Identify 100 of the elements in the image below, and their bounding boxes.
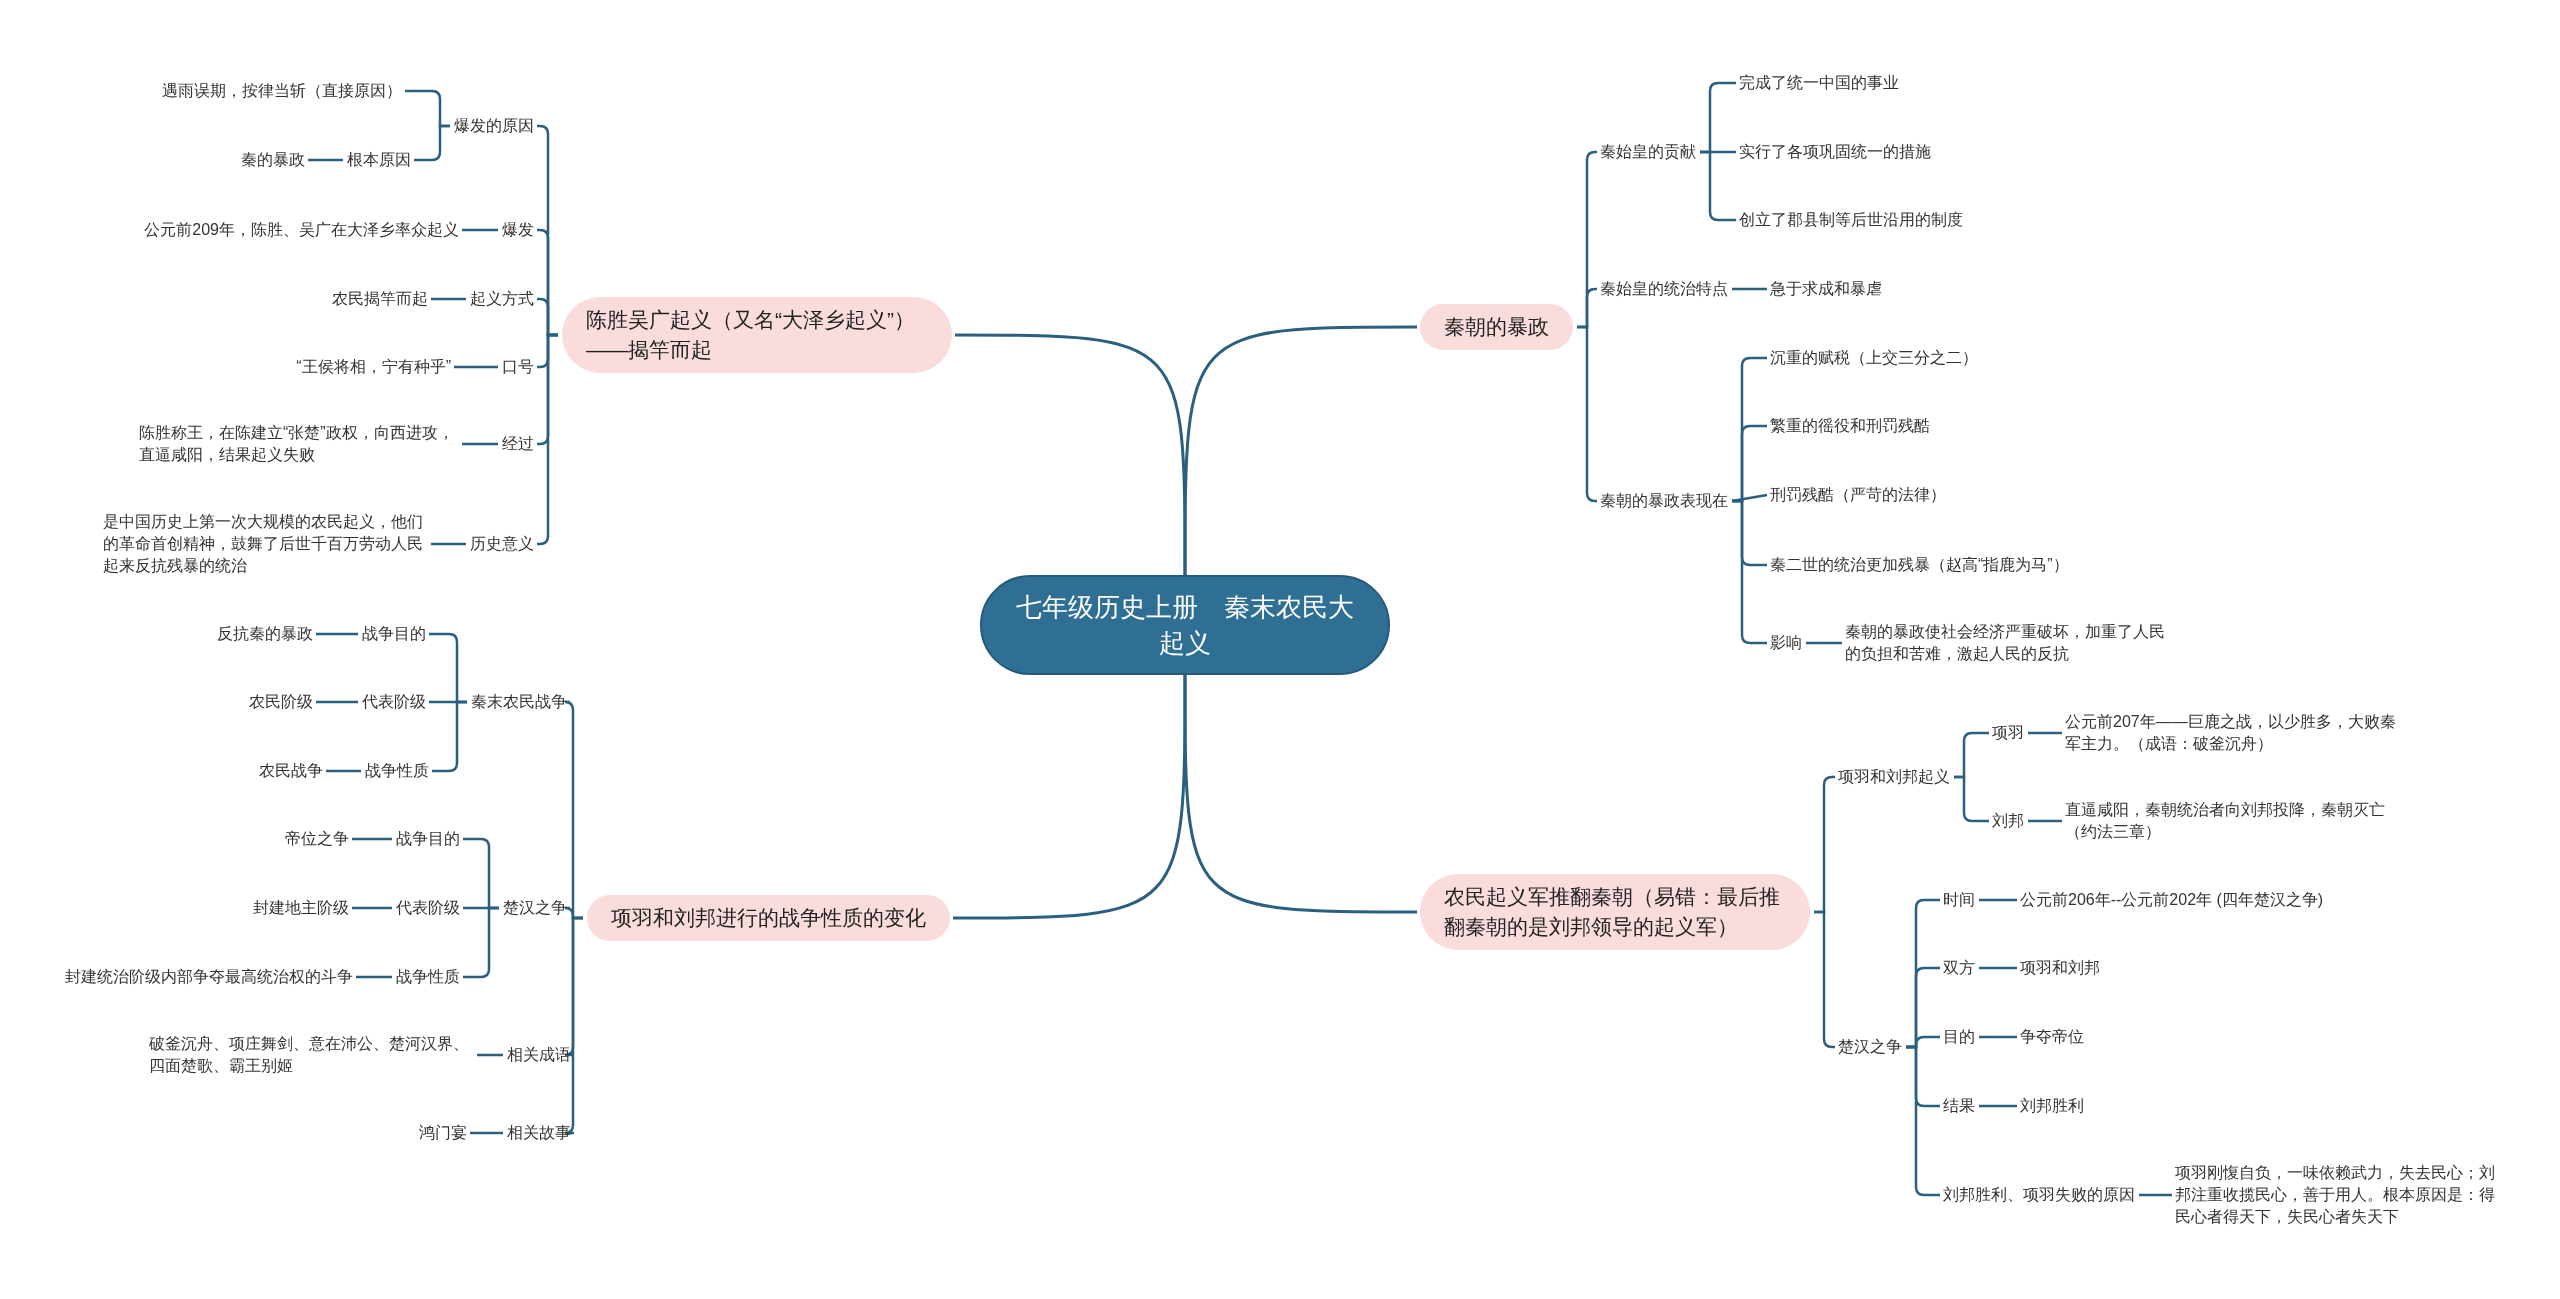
- topic-text: 公元前206年--公元前202年 (四年楚汉之争): [2020, 889, 2324, 911]
- branch-line: [431, 297, 466, 301]
- topic-text: 遇雨误期，按律当斩（直接原因）: [162, 80, 402, 102]
- branch-line: [462, 442, 498, 446]
- topic-text: 秦朝的暴政使社会经济严重破坏，加重了人民的负担和苦难，激起人民的反抗: [1845, 621, 2175, 665]
- branch-line: [953, 675, 1187, 920]
- branch-line: [462, 228, 498, 232]
- branch-line: [1979, 1035, 2017, 1039]
- topic-text: 秦末农民战争: [471, 691, 567, 713]
- main-topic: 项羽和刘邦进行的战争性质的变化: [587, 895, 950, 941]
- topic-text: 相关故事: [507, 1122, 571, 1144]
- branch-line: [1806, 641, 1842, 645]
- topic-text: 战争目的: [396, 828, 460, 850]
- topic-text: 根本原因: [347, 149, 411, 171]
- branch-line: [326, 769, 361, 773]
- branch-line: [1979, 898, 2017, 902]
- branch-line: [316, 632, 358, 636]
- main-topic: 陈胜吴广起义（又名“大泽乡起义”）——揭竿而起: [562, 297, 952, 373]
- branch-line: [1183, 675, 1417, 914]
- topic-text: 秦二世的统治更加残暴（赵高“指鹿为马”）: [1770, 554, 2069, 576]
- branch-line: [955, 333, 1187, 575]
- topic-text: 口号: [502, 356, 534, 378]
- branch-line: [356, 975, 392, 979]
- topic-text: 封建地主阶级: [253, 897, 349, 919]
- topic-text: 项羽和刘邦: [2020, 957, 2100, 979]
- topic-text: 秦朝的暴政表现在: [1600, 490, 1728, 512]
- topic-text: 实行了各项巩固统一的措施: [1739, 141, 1931, 163]
- topic-text: 秦的暴政: [241, 149, 305, 171]
- branch-line: [1979, 1104, 2017, 1108]
- branch-line: [308, 158, 343, 162]
- branch-line: [537, 333, 558, 546]
- branch-line: [352, 837, 392, 841]
- topic-text: 公元前207年——巨鹿之战，以少胜多，大败秦军主力。（成语：破釜沉舟）: [2065, 711, 2400, 755]
- topic-text: 起义方式: [470, 288, 534, 310]
- branch-line: [2028, 819, 2062, 823]
- topic-text: 战争性质: [365, 760, 429, 782]
- topic-text: 时间: [1943, 889, 1975, 911]
- topic-text: 爆发的原因: [454, 115, 534, 137]
- topic-text: 结果: [1943, 1095, 1975, 1117]
- topic-text: 项羽: [1992, 722, 2024, 744]
- topic-text: 楚汉之争: [503, 897, 567, 919]
- topic-text: 影响: [1770, 632, 1802, 654]
- topic-text: 沉重的赋税（上交三分之二）: [1770, 347, 1978, 369]
- topic-text: 历史意义: [470, 533, 534, 555]
- branch-line: [414, 124, 450, 162]
- branch-line: [431, 542, 466, 546]
- topic-text: 公元前209年，陈胜、吴广在大泽乡率众起义: [144, 219, 459, 241]
- topic-text: 破釜沉舟、项庄舞剑、意在沛公、楚河汉界、四面楚歌、霸王别姬: [149, 1033, 474, 1077]
- branch-line: [1183, 325, 1417, 575]
- branch-line: [477, 1053, 503, 1057]
- topic-text: “王侯将相，宁有种乎”: [296, 356, 451, 378]
- topic-text: 急于求成和暴虐: [1770, 278, 1882, 300]
- topic-text: 刘邦胜利、项羽失败的原因: [1943, 1184, 2135, 1206]
- topic-text: 直逼咸阳，秦朝统治者向刘邦投降，秦朝灭亡（约法三章）: [2065, 799, 2415, 843]
- branch-line: [454, 365, 498, 369]
- branch-line: [2139, 1193, 2172, 1197]
- topic-text: 项羽和刘邦起义: [1838, 766, 1950, 788]
- branch-line: [1577, 325, 1597, 503]
- topic-text: 代表阶级: [396, 897, 460, 919]
- topic-text: 完成了统一中国的事业: [1739, 72, 1899, 94]
- branch-line: [1731, 493, 1768, 503]
- topic-text: 农民战争: [259, 760, 323, 782]
- topic-text: 争夺帝位: [2020, 1026, 2084, 1048]
- central-topic: 七年级历史上册 秦末农民大起义: [980, 575, 1390, 675]
- topic-text: 经过: [502, 433, 534, 455]
- topic-text: 战争性质: [396, 966, 460, 988]
- branch-line: [2028, 731, 2062, 735]
- topic-text: 创立了郡县制等后世沿用的制度: [1739, 209, 1963, 231]
- topic-text: 战争目的: [362, 623, 426, 645]
- topic-text: 刘邦胜利: [2020, 1095, 2084, 1117]
- main-topic: 农民起义军推翻秦朝（易错：最后推翻秦朝的是刘邦领导的起义军）: [1420, 874, 1810, 950]
- branch-line: [1814, 910, 1835, 1049]
- topic-text: 刘邦: [1992, 810, 2024, 832]
- topic-text: 双方: [1943, 957, 1975, 979]
- topic-text: 代表阶级: [362, 691, 426, 713]
- topic-text: 繁重的徭役和刑罚残酷: [1770, 415, 1930, 437]
- topic-text: 楚汉之争: [1838, 1036, 1902, 1058]
- branch-line: [1732, 499, 1767, 645]
- topic-text: 鸿门宴: [419, 1122, 467, 1144]
- topic-text: 农民阶级: [249, 691, 313, 713]
- topic-text: 目的: [1943, 1026, 1975, 1048]
- topic-text: 秦始皇的贡献: [1600, 141, 1696, 163]
- branch-line: [1954, 775, 1989, 823]
- topic-text: 帝位之争: [285, 828, 349, 850]
- topic-text: 是中国历史上第一次大规模的农民起义，他们的革命首创精神，鼓舞了后世千百万劳动人民起来反抗残暴的统治: [103, 511, 428, 577]
- branch-line: [1732, 287, 1767, 291]
- topic-text: 项羽刚愎自负，一味依赖武力，失去民心；刘邦注重收揽民心，善于用人。根本原因是：得民心者得天下，失民心者失天下: [2175, 1162, 2505, 1228]
- branch-line: [352, 906, 392, 910]
- topic-text: 秦始皇的统治特点: [1600, 278, 1728, 300]
- topic-text: 反抗秦的暴政: [217, 623, 313, 645]
- topic-text: 陈胜称王，在陈建立“张楚”政权，向西进攻，直逼咸阳，结果起义失败: [139, 422, 459, 466]
- topic-text: 封建统治阶级内部争夺最高统治权的斗争: [65, 966, 353, 988]
- branch-line: [316, 700, 358, 704]
- main-topic: 秦朝的暴政: [1420, 304, 1573, 350]
- topic-text: 爆发: [502, 219, 534, 241]
- topic-text: 刑罚残酷（严苛的法律）: [1770, 484, 1946, 506]
- topic-text: 农民揭竿而起: [332, 288, 428, 310]
- branch-line: [470, 1131, 503, 1135]
- topic-text: 相关成语: [507, 1044, 571, 1066]
- branch-line: [1979, 966, 2017, 970]
